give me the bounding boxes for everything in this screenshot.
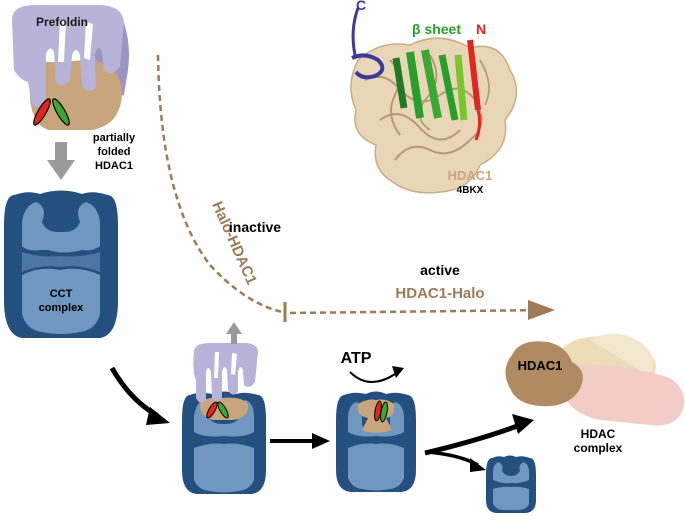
cream-subunit-2 bbox=[590, 333, 654, 376]
prefoldin-hole-2 bbox=[84, 22, 93, 60]
partially-folded-label-l3: HDAC1 bbox=[95, 160, 133, 172]
prefoldin-body bbox=[12, 5, 124, 108]
prefoldin-hole-1 bbox=[58, 20, 66, 62]
cct-label-l2: complex bbox=[39, 302, 85, 314]
hdac1-blob-label: HDAC1 bbox=[518, 358, 563, 373]
prefoldin-label: Prefoldin bbox=[36, 15, 88, 29]
inactive-path-dashed bbox=[156, 54, 283, 314]
prefoldin-complex-top bbox=[12, 5, 129, 130]
cct-complex-large bbox=[4, 190, 118, 338]
partially-folded-label-l1: partially bbox=[93, 132, 136, 144]
structure-pdb-label: 4BKX bbox=[457, 185, 484, 196]
hdac-complex bbox=[505, 333, 685, 426]
cct-small-free bbox=[486, 455, 536, 513]
active-path-dashed bbox=[289, 308, 546, 315]
structure-beta-sheet-label: β sheet bbox=[412, 21, 461, 37]
halo-hdac1-label: Halo-HDAC1 bbox=[208, 199, 260, 287]
cct-folding-complex bbox=[336, 391, 416, 492]
hdac1-partial-blob bbox=[29, 60, 122, 130]
cct-label-l1: CCT bbox=[50, 288, 73, 300]
atp-label: ATP bbox=[341, 350, 372, 367]
active-label: active bbox=[420, 262, 460, 278]
gray-up-arrow bbox=[226, 322, 242, 344]
hdac1-crystal-structure bbox=[350, 7, 518, 194]
structure-name-label: HDAC1 bbox=[448, 168, 493, 183]
structure-n-label: N bbox=[476, 21, 486, 37]
partially-folded-label-l2: folded bbox=[98, 146, 131, 158]
arrow-to-hdac-complex bbox=[424, 422, 521, 456]
gray-down-arrow bbox=[47, 142, 75, 180]
hdac1-halo-label: HDAC1-Halo bbox=[395, 285, 484, 302]
green-strand bbox=[52, 98, 70, 126]
hdac-complex-label-l1: HDAC bbox=[581, 427, 616, 441]
pink-subunit bbox=[560, 364, 685, 426]
structure-c-label: C bbox=[356, 0, 366, 13]
red-strand bbox=[33, 98, 51, 126]
inactive-label: inactive bbox=[229, 219, 281, 235]
hdac1-subunit bbox=[505, 341, 583, 407]
hdac-complex-label-l2: complex bbox=[574, 441, 623, 455]
cct-prefoldin-bound-complex bbox=[182, 343, 266, 494]
atp-curved-arrow bbox=[349, 371, 399, 383]
